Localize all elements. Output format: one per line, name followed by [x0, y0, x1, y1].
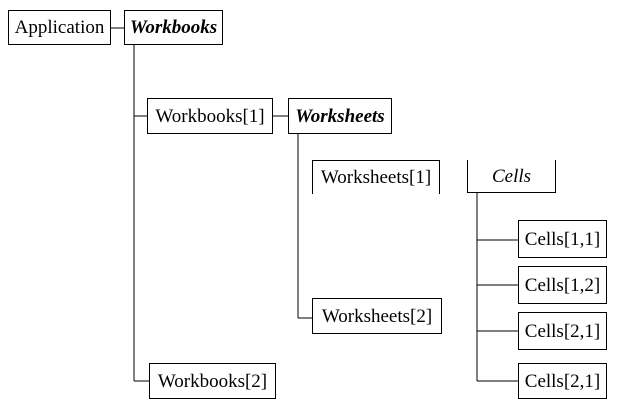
node-worksheets-2: Worksheets[2]: [312, 298, 442, 334]
node-cells: Cells: [467, 160, 556, 193]
node-cells-1-1: Cells[1,1]: [518, 220, 607, 258]
node-workbooks-2: Workbooks[2]: [149, 363, 276, 399]
node-worksheets-1: Worksheets[1]: [312, 160, 440, 194]
node-workbooks: Workbooks: [124, 10, 223, 45]
node-workbooks-1: Workbooks[1]: [147, 98, 273, 134]
node-cells-2-1-b: Cells[2,1]: [518, 363, 607, 399]
node-application: Application: [8, 10, 111, 45]
node-cells-2-1-a: Cells[2,1]: [518, 312, 607, 350]
node-worksheets: Worksheets: [288, 98, 392, 134]
node-cells-1-2: Cells[1,2]: [518, 266, 607, 304]
